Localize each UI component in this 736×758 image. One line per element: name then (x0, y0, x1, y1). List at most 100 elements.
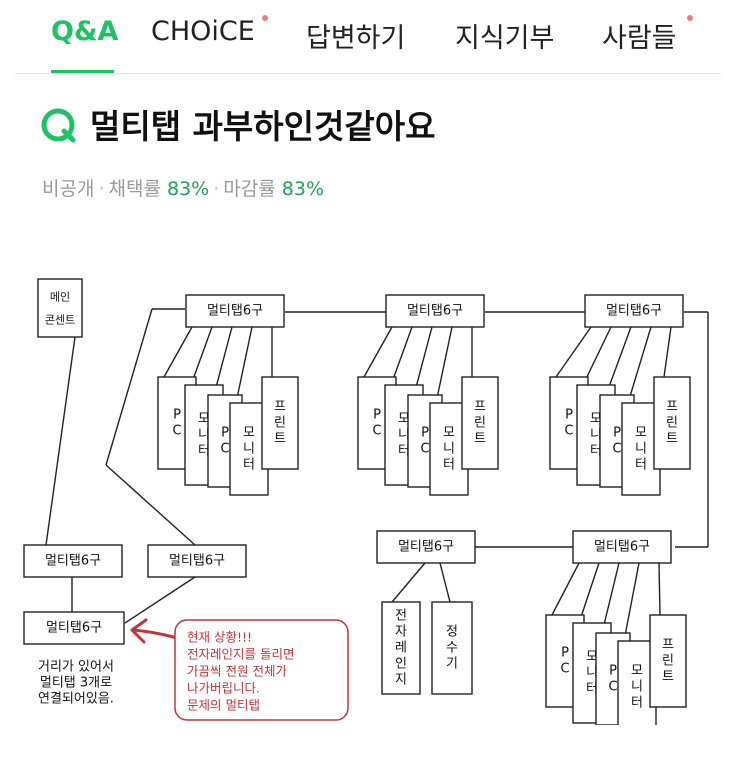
question-title: 멀티탭 과부하인것같아요 (90, 107, 436, 146)
printer-label: 프 (666, 400, 678, 415)
monitor-label: 터 (590, 444, 602, 459)
wire (582, 326, 612, 386)
monitor-label: 터 (635, 458, 647, 473)
monitor-label: 터 (398, 444, 410, 459)
wire (190, 326, 213, 386)
microwave-label: 지 (395, 673, 407, 688)
multitap-label: 멀티탭6구 (169, 554, 225, 569)
pc-label: C (372, 424, 381, 439)
microwave-label: 전 (395, 609, 407, 624)
microwave-label: 인 (395, 657, 407, 672)
tab-qna[interactable]: Q&A (51, 16, 119, 47)
problem-multitap-box (23, 611, 125, 645)
multitap-top-2 (385, 294, 485, 328)
wire (627, 326, 652, 404)
wire (605, 326, 632, 396)
monitor-label: 모 (635, 426, 647, 441)
wire (623, 562, 640, 642)
wire (390, 326, 413, 386)
choice-new-dot (262, 15, 268, 21)
monitor-label: 니 (590, 428, 602, 443)
printer-label: 린 (474, 416, 486, 431)
monitor-label: 모 (398, 412, 410, 427)
pc-label: P (561, 646, 569, 661)
printer-card (461, 376, 499, 470)
callout-text: 나가버립니다. (187, 681, 260, 696)
wire (555, 326, 592, 378)
pc-label: C (220, 442, 229, 457)
pc-label: P (173, 408, 181, 423)
callout-text: 가끔씩 전원 전체가 (187, 664, 287, 679)
wire (413, 326, 433, 396)
printer-label: 린 (274, 416, 286, 431)
printer-card (653, 376, 691, 470)
purifier-label: 기 (446, 657, 458, 672)
multitap-mid (376, 530, 476, 564)
microwave-card (381, 601, 421, 695)
printer-label: 트 (666, 432, 678, 447)
monitor-label: 모 (590, 412, 602, 427)
multitap-label: 멀티탭6구 (398, 540, 454, 555)
problem-multitap-label: 멀티탭6구 (46, 621, 102, 636)
pc-label: C (612, 442, 621, 457)
monitor-label: 니 (198, 428, 210, 443)
monitor-label: 터 (198, 444, 210, 459)
multitap-left-2 (147, 544, 247, 578)
monitor-label: 니 (398, 428, 410, 443)
pc-label: P (613, 426, 621, 441)
multitap-top-3 (584, 294, 684, 328)
monitor-label: 니 (635, 442, 647, 457)
multitap-label: 멀티탭6구 (407, 304, 463, 319)
multitap-label: 멀티탭6구 (606, 304, 662, 319)
microwave-label: 자 (395, 625, 407, 640)
callout-box (174, 619, 349, 721)
main-outlet-box (37, 278, 83, 338)
monitor-label: 니 (443, 442, 455, 457)
monitor-label: 니 (243, 442, 255, 457)
multitap-label: 멀티탭6구 (45, 554, 101, 569)
tab-choice[interactable]: CHOiCE (151, 16, 255, 47)
printer-label: 트 (474, 432, 486, 447)
multitap-left-1 (23, 544, 123, 578)
wire (601, 562, 620, 634)
main-outlet-label: 메인 (50, 291, 70, 304)
callout-text: 현재 상황!!! (187, 630, 252, 645)
printer-label: 린 (662, 654, 674, 669)
monitor-label: 니 (631, 680, 643, 695)
monitor-label: 모 (243, 426, 255, 441)
pc-label: C (564, 424, 573, 439)
pc-label: P (565, 408, 573, 423)
pc-label: P (609, 664, 617, 679)
wire (658, 562, 661, 616)
pc-label: C (608, 680, 617, 695)
printer-label: 트 (662, 670, 674, 685)
purifier-card (431, 601, 473, 695)
question-meta: 비공개·채택률 83%·마감률 83% (42, 178, 325, 200)
closing-value: 83% (281, 178, 325, 200)
printer-label: 프 (274, 400, 286, 415)
tab-answer[interactable]: 답변하기 (306, 23, 406, 54)
tab-people[interactable]: 사람들 (602, 23, 677, 54)
wiring-diagram: 메인콘센트PC모니터PC모니터프린트멀티탭6구PC모니터PC모니터프린트멀티탭6… (23, 278, 709, 725)
monitor-label: 니 (586, 666, 598, 681)
adoption-label: 채택률 (108, 178, 161, 200)
printer-card (261, 376, 299, 470)
monitor-label: 모 (198, 412, 210, 427)
question-q-icon (41, 108, 76, 143)
closing-label: 마감률 (223, 178, 276, 200)
multitap-label: 멀티탭6구 (207, 304, 263, 319)
purifier-label: 정 (446, 625, 458, 640)
wire (45, 336, 76, 546)
monitor-label: 모 (443, 426, 455, 441)
wire (235, 326, 253, 404)
wire (435, 326, 453, 404)
tab-knowledge[interactable]: 지식기부 (455, 23, 555, 54)
printer-label: 트 (274, 432, 286, 447)
wire (663, 326, 672, 378)
pc-label: C (172, 424, 181, 439)
pc-label: P (221, 426, 229, 441)
top-tab-bar: Q&A CHOiCE 답변하기 지식기부 사람들 (0, 0, 736, 74)
pc-label: C (420, 442, 429, 457)
monitor-label: 모 (631, 664, 643, 679)
printer-card (649, 614, 687, 708)
